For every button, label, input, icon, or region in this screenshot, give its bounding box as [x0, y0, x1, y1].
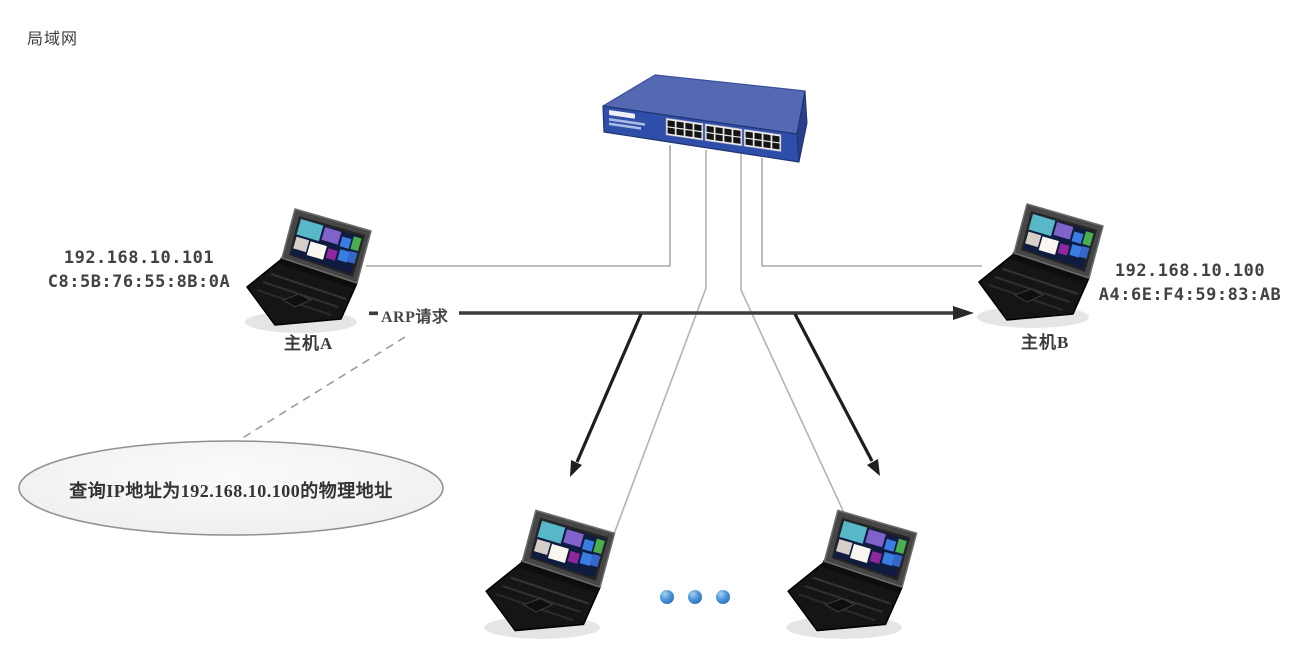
lan-title: 局域网 [27, 31, 79, 48]
host-a-ip: 192.168.10.101 [63, 248, 215, 268]
ellipsis-dot-2 [688, 590, 702, 604]
host-a-label: 主机A [284, 334, 334, 353]
callout-ellipse [18, 440, 444, 536]
laptop-host-a [243, 197, 383, 337]
arp-request-arrow [459, 306, 974, 320]
cable-switch-to-laptop-4 [740, 154, 846, 516]
network-switch [592, 66, 852, 181]
host-a-mac: C8:5B:76:55:8B:0A [47, 272, 231, 292]
ellipsis-dot-1 [660, 590, 674, 604]
callout-text: 查询IP地址为192.168.10.100的物理地址 [69, 481, 393, 501]
host-b-mac: A4:6E:F4:59:83:AB [1098, 285, 1282, 305]
cable-switch-to-host-b [761, 158, 982, 267]
cable-switch-to-laptop-3 [613, 150, 707, 535]
broadcast-arrow-right [793, 313, 880, 476]
laptop-extra-1 [482, 498, 627, 643]
cable-switch-to-host-a [366, 145, 671, 267]
arp-request-label: ARP请求 [381, 309, 449, 326]
host-b-ip: 192.168.10.100 [1114, 261, 1266, 281]
broadcast-arrow-left [570, 313, 643, 477]
arp-arrow-tail [369, 311, 378, 316]
host-b-label: 主机B [1021, 333, 1070, 352]
ellipsis-dot-3 [716, 590, 730, 604]
laptop-extra-2 [784, 498, 929, 643]
callout-connector [235, 336, 406, 443]
